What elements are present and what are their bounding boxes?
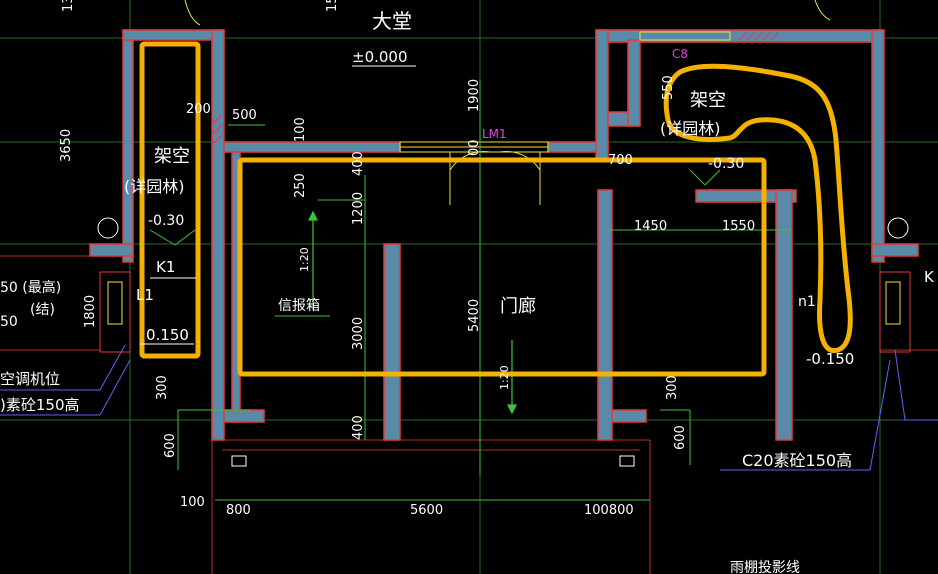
dim-100800: 100800 bbox=[584, 503, 634, 518]
dim-600-left: 600 bbox=[163, 433, 178, 458]
dim-5400: 5400 bbox=[467, 299, 482, 332]
dim-top-15: 15 bbox=[325, 0, 340, 12]
dim-1200: 1200 bbox=[351, 192, 366, 225]
dim-250: 250 bbox=[293, 173, 308, 198]
base-stubs bbox=[231, 455, 635, 467]
left-50-label: 50 bbox=[0, 314, 18, 330]
axis-lines bbox=[0, 255, 938, 574]
right-open-label: 架空 bbox=[690, 90, 726, 111]
highlight-right-open-area bbox=[663, 63, 853, 354]
dim-3650: 3650 bbox=[59, 129, 74, 162]
dim-5600: 5600 bbox=[410, 503, 443, 518]
wall-porch-top-left bbox=[223, 141, 401, 153]
dim-00: 00 bbox=[467, 139, 482, 156]
dim-top-13: 13 bbox=[61, 0, 76, 12]
porch-label: 门廊 bbox=[500, 296, 536, 317]
dim-1550: 1550 bbox=[722, 219, 755, 234]
dim-400a: 400 bbox=[351, 151, 366, 176]
left-max-label: 50 (最高) bbox=[0, 279, 61, 296]
column-right bbox=[597, 189, 613, 441]
wall-left-foot bbox=[89, 243, 134, 257]
dim-1800: 1800 bbox=[83, 295, 98, 328]
wall-left-inner bbox=[211, 29, 225, 441]
left-concrete-label: )素砼150高 bbox=[0, 396, 79, 414]
dim-100b: 100 bbox=[180, 495, 205, 510]
slope-2: 1:20 bbox=[498, 365, 511, 390]
left-bottom-elevation: 0.150 bbox=[146, 326, 189, 344]
dim-200: 200 bbox=[186, 102, 211, 117]
wall-right-inner-top bbox=[595, 29, 609, 161]
door-lm1-label: LM1 bbox=[482, 127, 507, 141]
dim-800: 800 bbox=[226, 503, 251, 518]
left-garden-label: (详园林) bbox=[124, 177, 185, 196]
wall-right-outer bbox=[871, 29, 885, 263]
wall-right-box2 bbox=[627, 39, 641, 127]
dimension-lines bbox=[149, 80, 790, 501]
dim-550: 550 bbox=[661, 75, 676, 100]
lobby-elevation: ±0.000 bbox=[352, 48, 408, 66]
dim-400b: 400 bbox=[351, 415, 366, 440]
wall-porch-left-base bbox=[223, 409, 265, 423]
left-jie-label: (结) bbox=[30, 302, 55, 318]
n1-label: n1 bbox=[798, 294, 816, 310]
column-left bbox=[383, 243, 401, 441]
l1-label: L1 bbox=[136, 286, 154, 304]
walls bbox=[89, 29, 919, 441]
dim-600-right: 600 bbox=[673, 425, 688, 450]
hatch-right bbox=[211, 31, 779, 146]
wall-right-base bbox=[611, 409, 647, 423]
dim-3000: 3000 bbox=[351, 317, 366, 350]
dim-1450: 1450 bbox=[634, 219, 667, 234]
bottom-label: 雨棚投影线 bbox=[730, 560, 800, 574]
ac-units bbox=[97, 217, 911, 353]
wall-left-top bbox=[122, 29, 224, 41]
dim-500: 500 bbox=[232, 108, 257, 123]
dim-100: 100 bbox=[293, 117, 308, 142]
slope-1: 1:20 bbox=[298, 247, 311, 272]
right-bottom-elevation: -0.150 bbox=[806, 350, 854, 368]
right-concrete-label: C20素砼150高 bbox=[742, 451, 852, 470]
highlight-left-open-area bbox=[139, 41, 201, 359]
wall-right-side bbox=[775, 189, 793, 441]
ac-label: 空调机位 bbox=[0, 370, 60, 388]
dim-700: 700 bbox=[608, 153, 633, 168]
slope-arrows bbox=[308, 210, 517, 415]
left-elevation: -0.30 bbox=[148, 213, 184, 229]
dim-1900: 1900 bbox=[467, 79, 482, 112]
mailbox-label: 信报箱 bbox=[278, 298, 320, 314]
highlight-porch bbox=[237, 157, 767, 377]
wall-right-foot bbox=[871, 243, 919, 257]
right-elevation: -0.30 bbox=[708, 156, 744, 172]
wall-right-mid bbox=[695, 189, 797, 203]
wall-left-outer bbox=[122, 29, 134, 263]
window-c8-label: C8 bbox=[672, 47, 688, 61]
dim-300-left: 300 bbox=[155, 375, 170, 400]
left-open-label: 架空 bbox=[154, 146, 190, 167]
leader-lines bbox=[0, 344, 938, 471]
highlights bbox=[139, 41, 853, 377]
dim-300-right: 300 bbox=[665, 375, 680, 400]
right-k-label: K bbox=[924, 268, 935, 286]
k1-label: K1 bbox=[156, 258, 175, 276]
right-garden-label: (详园林) bbox=[660, 119, 721, 138]
lobby-label: 大堂 bbox=[372, 9, 412, 33]
